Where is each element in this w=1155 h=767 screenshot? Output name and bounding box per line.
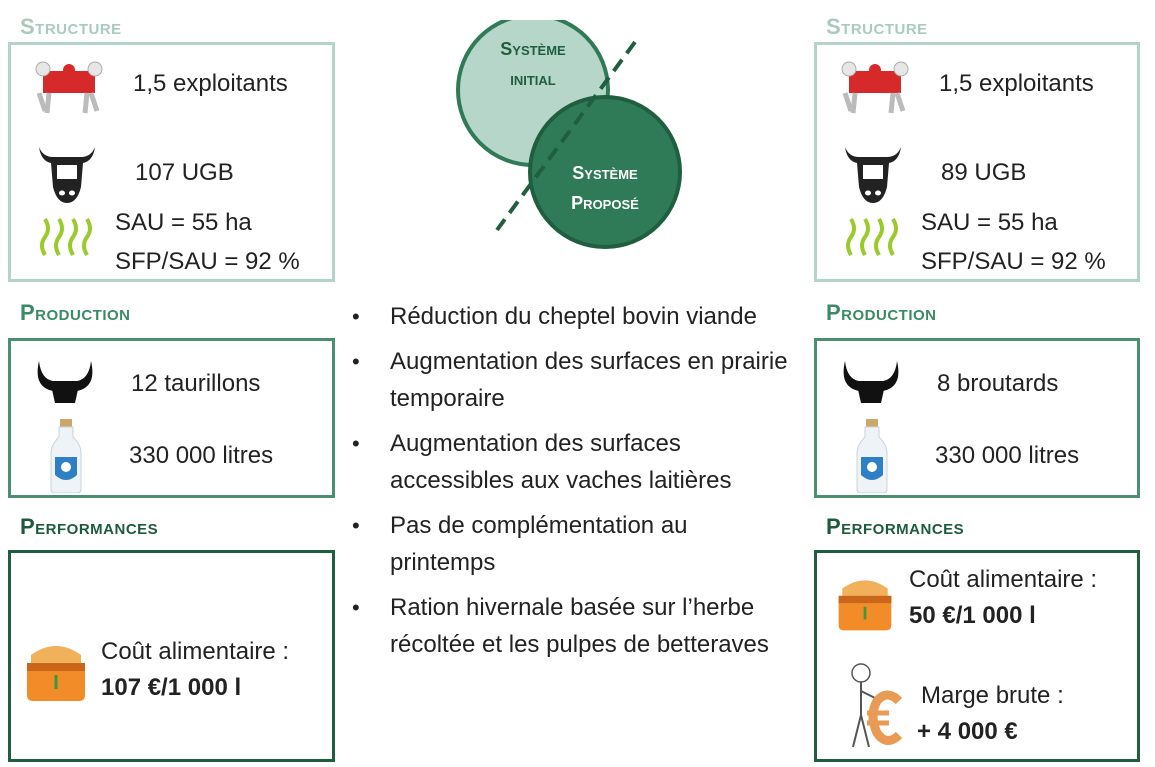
left-ugb: 107 UGB	[135, 159, 234, 186]
list-item: Augmentation des surfaces accessibles au…	[350, 425, 790, 499]
left-cost-value: 107 €/1 000 l	[101, 674, 242, 701]
left-sfp: SFP/SAU = 92 %	[115, 248, 300, 275]
left-structure-title: Structure	[20, 14, 122, 39]
right-margin-label: Marge brute :	[921, 682, 1064, 709]
grass-icon	[846, 217, 898, 257]
proposed-line2: Proposé	[571, 193, 639, 213]
left-animals: 12 taurillons	[131, 370, 261, 397]
left-cost-label: Coût alimentaire :	[101, 638, 290, 665]
list-item: Augmentation des surfaces en prairie tem…	[350, 343, 790, 417]
right-animals: 8 broutards	[937, 370, 1059, 397]
milk-bottle-icon	[50, 419, 82, 493]
proposed-line1: Système	[572, 163, 638, 183]
left-production-title: Production	[20, 300, 131, 325]
left-performances-title: Performances	[20, 514, 159, 539]
bull-horns-icon	[843, 361, 899, 403]
left-sau: SAU = 55 ha	[115, 209, 252, 236]
right-cost-value: 50 €/1 000 l	[909, 602, 1036, 629]
left-exploitants: 1,5 exploitants	[133, 70, 288, 97]
left-performances-box: Coût alimentaire : 107 €/1 000 l	[8, 550, 335, 762]
right-sfp: SFP/SAU = 92 %	[921, 248, 1106, 275]
changes-list: Réduction du cheptel bovin viande Augmen…	[350, 298, 790, 671]
right-ugb: 89 UGB	[941, 159, 1027, 186]
list-item: Pas de complémentation au printemps	[350, 507, 790, 581]
system-circles	[456, 20, 682, 249]
puzzle-people-icon	[841, 61, 909, 114]
puzzle-people-icon	[35, 61, 103, 114]
milk-bottle-icon	[856, 419, 888, 493]
feed-bag-icon	[838, 580, 892, 631]
left-structure-box: 1,5 exploitants 107 UGB SAU = 55 ha SFP/…	[8, 42, 335, 282]
euro-figure-icon	[851, 663, 903, 748]
right-milk: 330 000 litres	[935, 442, 1080, 469]
bull-horns-icon	[37, 361, 93, 403]
left-milk: 330 000 litres	[129, 442, 274, 469]
right-production-title: Production	[826, 300, 937, 325]
right-margin-value: + 4 000 €	[917, 718, 1018, 745]
right-performances-title: Performances	[826, 514, 965, 539]
system-diagram: Système initial Système Proposé	[455, 20, 685, 250]
right-structure-box: 1,5 exploitants 89 UGB SAU = 55 ha SFP/S…	[814, 42, 1140, 282]
feed-bag-icon	[27, 646, 85, 701]
right-production-box: 8 broutards 330 000 litres	[814, 338, 1140, 498]
cow-head-icon	[39, 147, 95, 203]
right-sau: SAU = 55 ha	[921, 209, 1058, 236]
cow-head-icon	[845, 147, 901, 203]
initial-line2: initial	[510, 69, 556, 89]
left-production-box: 12 taurillons 330 000 litres	[8, 338, 335, 498]
right-performances-box: Coût alimentaire : 50 €/1 000 l Marge br…	[814, 550, 1140, 762]
grass-icon	[40, 217, 92, 257]
initial-system-label: Système initial	[463, 34, 603, 94]
initial-line1: Système	[500, 39, 566, 59]
right-cost-label: Coût alimentaire :	[909, 566, 1098, 593]
right-exploitants: 1,5 exploitants	[939, 70, 1094, 97]
right-structure-title: Structure	[826, 14, 928, 39]
proposed-system-label: Système Proposé	[535, 158, 675, 218]
list-item: Ration hivernale basée sur l’herbe récol…	[350, 589, 790, 663]
list-item: Réduction du cheptel bovin viande	[350, 298, 790, 335]
